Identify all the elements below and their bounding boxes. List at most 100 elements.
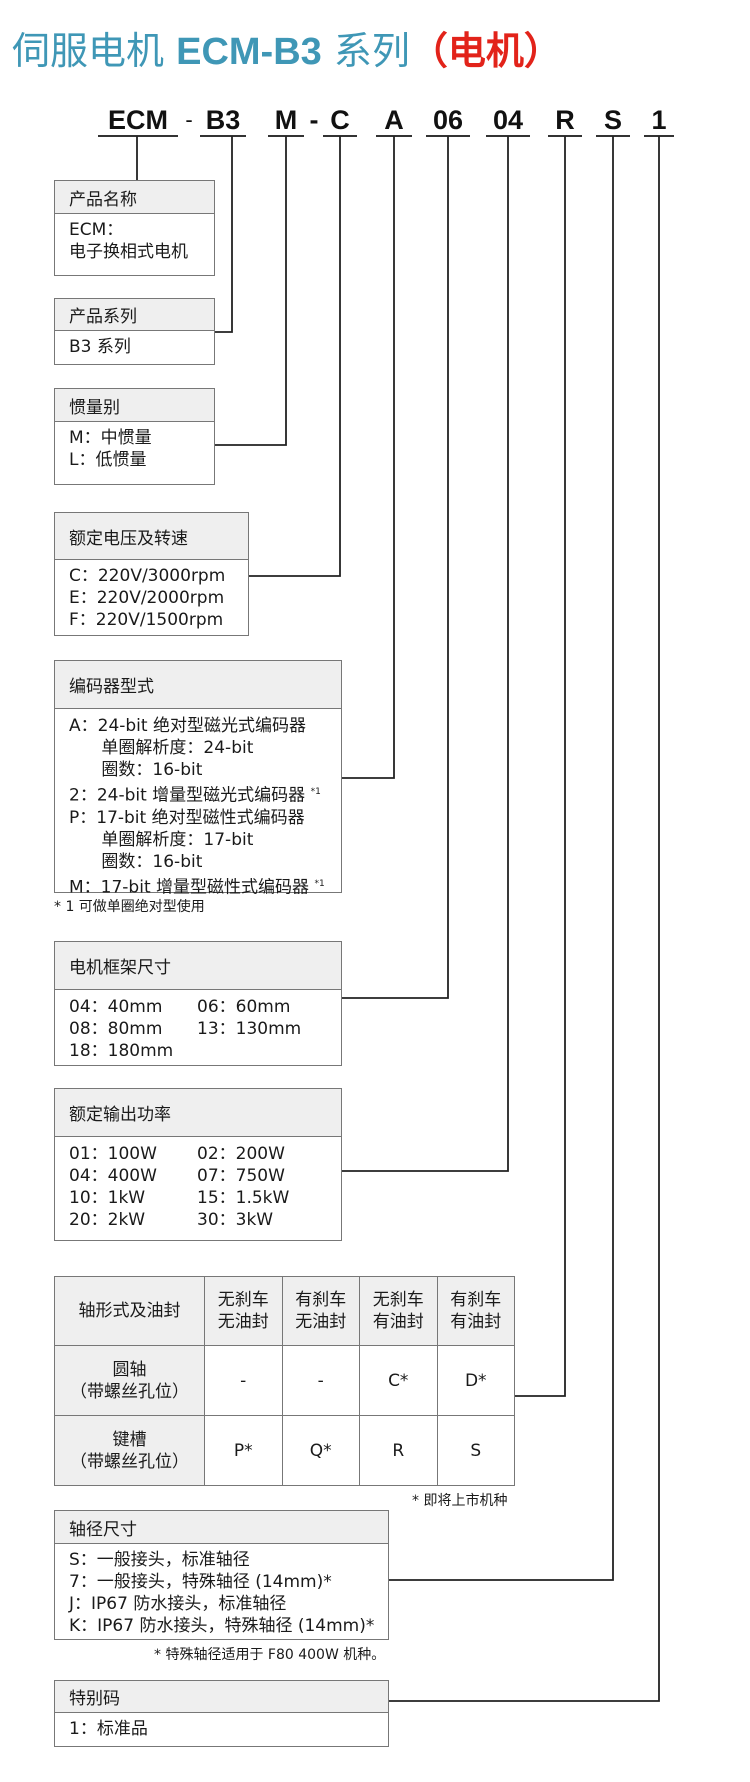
encoder-note: * 1 可做单圈绝对型使用 <box>54 899 205 915</box>
connector-frame <box>342 136 449 999</box>
frame-item: 08：80mm <box>69 1019 163 1039</box>
power-item: 04：400W <box>69 1166 157 1186</box>
code-shaft-size: S <box>603 105 622 135</box>
underline <box>200 135 246 137</box>
underline <box>376 135 412 137</box>
power-header: 额定输出功率 <box>55 1089 341 1137</box>
inertia-line: M：中惯量 <box>69 428 152 448</box>
product-name-line: ECM： <box>69 220 124 240</box>
connector-power <box>342 136 509 1172</box>
connector-inertia <box>215 136 287 446</box>
power-item: 07：750W <box>197 1166 285 1186</box>
power-box: 额定输出功率 01：100W 04：400W 10：1kW 20：2kW 02：… <box>54 1088 342 1241</box>
voltage-header: 额定电压及转速 <box>55 513 248 560</box>
footnote-mark: *1 <box>310 787 321 797</box>
product-name-header: 产品名称 <box>55 181 214 214</box>
title-part-3: 系列 <box>321 29 410 73</box>
power-item: 01：100W <box>69 1144 157 1164</box>
shaft-size-header: 轴径尺寸 <box>55 1511 388 1544</box>
code-inertia: M <box>274 105 298 135</box>
code-dash-1: - <box>185 107 193 132</box>
shaft-size-box: 轴径尺寸 S：一般接头，标准轴径 7：一般接头，特殊轴径 (14mm)* J：I… <box>54 1510 389 1640</box>
encoder-header: 编码器型式 <box>55 661 341 709</box>
shaft-size-line: S：一般接头，标准轴径 <box>69 1550 250 1570</box>
frame-header: 电机框架尺寸 <box>55 942 341 990</box>
underline <box>426 135 470 137</box>
code-power: 04 <box>492 105 524 135</box>
underline <box>323 135 357 137</box>
shaft-table-cell: P* <box>204 1415 283 1486</box>
code-frame: 06 <box>432 105 464 135</box>
shaft-size-line: K：IP67 防水接头，特殊轴径 (14mm)* <box>69 1616 375 1636</box>
underline <box>548 135 582 137</box>
shaft-table-col-header: 无刹车无油封 <box>204 1276 283 1346</box>
power-item: 02：200W <box>197 1144 285 1164</box>
product-name-box: 产品名称 ECM： 电子换相式电机 <box>54 180 215 276</box>
shaft-table-cell: D* <box>436 1345 515 1416</box>
code-ecm: ECM <box>108 105 168 135</box>
encoder-box: 编码器型式 A：24-bit 绝对型磁光式编码器 单圈解析度：24-bit 圈数… <box>54 660 342 897</box>
voltage-box: 额定电压及转速 C：220V/3000rpm E：220V/2000rpm F：… <box>54 512 249 636</box>
voltage-line: E：220V/2000rpm <box>69 588 225 608</box>
frame-item: 04：40mm <box>69 997 163 1017</box>
frame-item: 18：180mm <box>69 1041 174 1061</box>
series-box: 产品系列 B3 系列 <box>54 298 215 365</box>
connector-shaft-type <box>515 136 566 1397</box>
underline <box>596 135 630 137</box>
shaft-size-line: J：IP67 防水接头，标准轴径 <box>69 1594 287 1614</box>
shaft-table-col-header: 有刹车无油封 <box>281 1276 360 1346</box>
frame-box: 电机框架尺寸 04：40mm 08：80mm 18：180mm 06：60mm … <box>54 941 342 1066</box>
shaft-table-cell: C* <box>359 1345 438 1416</box>
shaft-table-cell: R <box>359 1415 438 1486</box>
encoder-line: 单圈解析度：17-bit <box>69 829 254 850</box>
footnote-mark: *1 <box>314 878 325 889</box>
power-item: 15：1.5kW <box>197 1188 290 1208</box>
frame-item: 13：130mm <box>197 1019 302 1039</box>
inertia-header: 惯量别 <box>55 389 214 422</box>
series-line: B3 系列 <box>69 337 131 357</box>
special-code-line: 1：标准品 <box>69 1719 148 1739</box>
underline <box>268 135 304 137</box>
title-part-1: 伺服电机 <box>12 29 177 73</box>
code-series: B3 <box>205 105 241 135</box>
shaft-table-cell: Q* <box>281 1415 360 1486</box>
underline <box>98 135 178 137</box>
product-name-line: 电子换相式电机 <box>69 242 188 262</box>
code-voltage: C <box>330 105 350 135</box>
encoder-line: 2：24-bit 增量型磁光式编码器 <box>69 785 306 806</box>
connector-encoder <box>342 136 395 779</box>
shaft-size-line: 7：一般接头，特殊轴径 (14mm)* <box>69 1572 332 1592</box>
shaft-type-table: 轴形式及油封 无刹车无油封 有刹车无油封 无刹车有油封 有刹车有油封 圆轴（带螺… <box>54 1276 515 1486</box>
table-row: 键槽（带螺丝孔位） P* Q* R S <box>54 1415 515 1486</box>
power-item: 20：2kW <box>69 1210 146 1230</box>
encoder-line: 圈数：16-bit <box>69 760 203 780</box>
encoder-line: 单圈解析度：24-bit <box>69 738 254 758</box>
table-row: 圆轴（带螺丝孔位） - - C* D* <box>54 1345 515 1416</box>
power-item: 10：1kW <box>69 1188 146 1208</box>
shaft-size-note: * 特殊轴径适用于 F80 400W 机种。 <box>154 1647 386 1663</box>
encoder-line: 圈数：16-bit <box>69 851 203 872</box>
shaft-table-note: * 即将上市机种 <box>412 1493 508 1509</box>
shaft-table-row-label: 键槽（带螺丝孔位） <box>54 1415 205 1486</box>
shaft-table-cell: - <box>204 1345 283 1416</box>
inertia-box: 惯量别 M：中惯量 L：低惯量 <box>54 388 215 485</box>
title-part-4: （电机） <box>409 29 562 73</box>
shaft-table-cell: S <box>436 1415 515 1486</box>
shaft-table-corner: 轴形式及油封 <box>54 1276 205 1346</box>
underline <box>644 135 674 137</box>
page-title: 伺服电机 ECM-B3 系列（电机） <box>12 28 562 75</box>
title-model: ECM-B3 <box>176 31 322 73</box>
code-special: 1 <box>651 105 667 135</box>
encoder-line: A：24-bit 绝对型磁光式编码器 <box>69 716 306 736</box>
shaft-table-col-header: 有刹车有油封 <box>436 1276 515 1346</box>
voltage-line: F：220V/1500rpm <box>69 610 224 630</box>
series-header: 产品系列 <box>55 299 214 331</box>
voltage-line: C：220V/3000rpm <box>69 566 226 586</box>
shaft-table-col-header: 无刹车有油封 <box>359 1276 438 1346</box>
underline <box>486 135 530 137</box>
connector-series <box>215 136 233 333</box>
encoder-line: M：17-bit 增量型磁性式编码器 <box>69 877 310 898</box>
code-shaft-type: R <box>555 105 575 135</box>
connector-voltage <box>249 136 341 577</box>
shaft-table-row-label: 圆轴（带螺丝孔位） <box>54 1345 205 1416</box>
